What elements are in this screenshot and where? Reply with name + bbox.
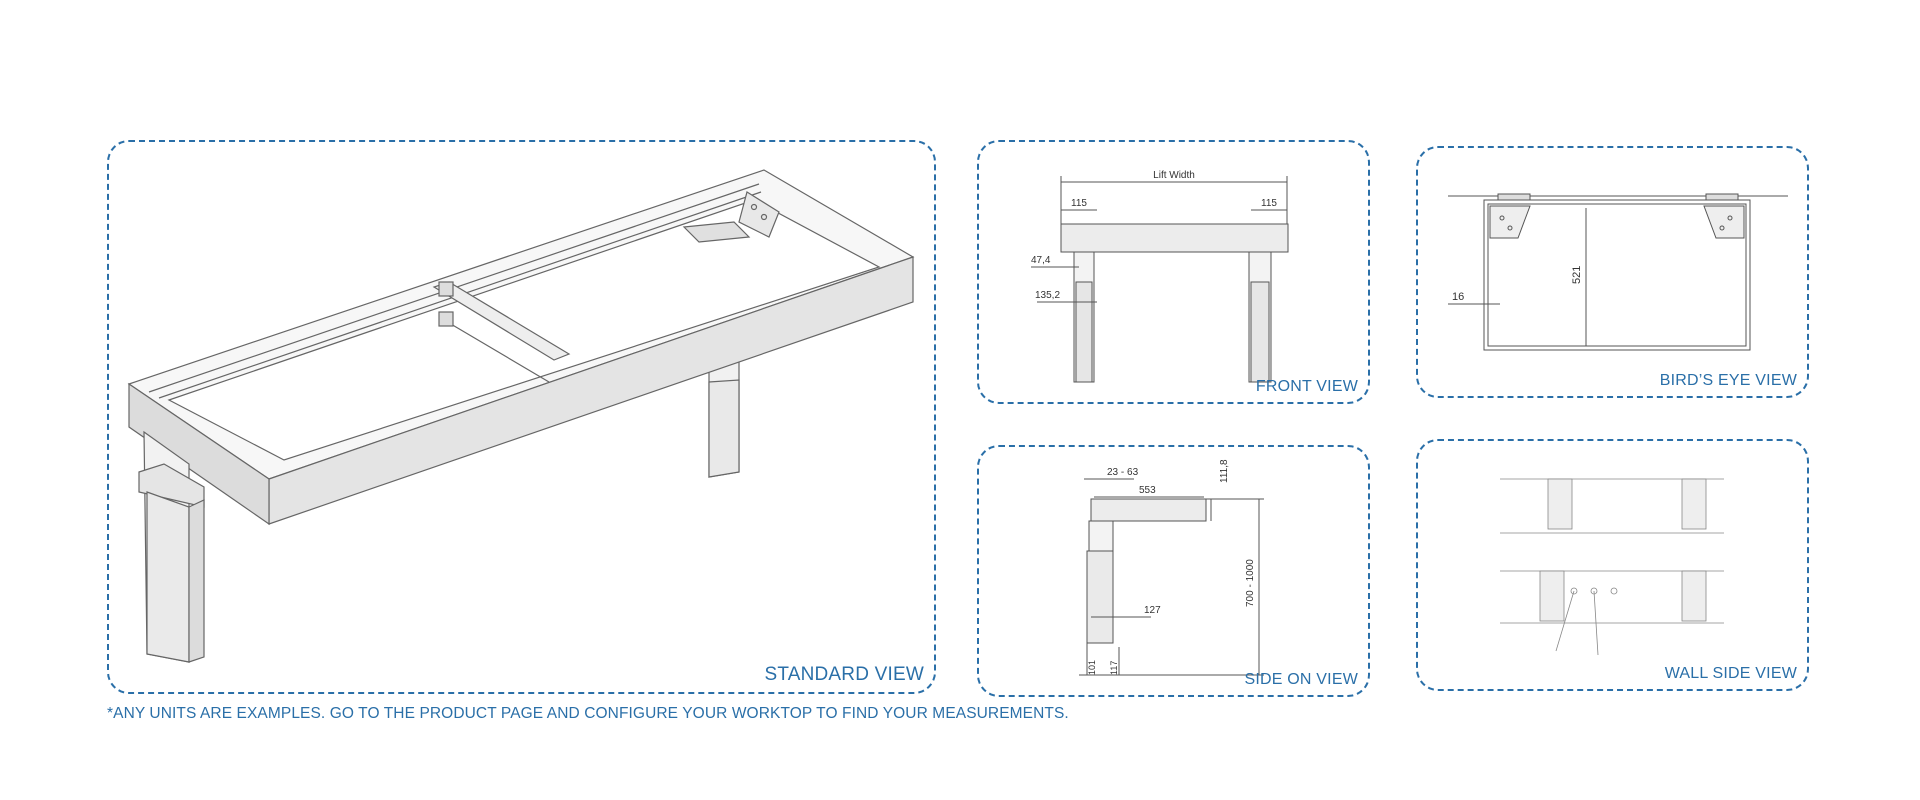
- front-view-panel: Lift Width 115 115 47,4 135,2 FRONT VIEW: [977, 140, 1370, 404]
- standard-view-label: STANDARD VIEW: [764, 664, 924, 685]
- edge-dimension-label: 16: [1452, 291, 1464, 303]
- standard-view-panel: STANDARD VIEW: [107, 140, 936, 694]
- height-range-label: 700 - 1000: [1245, 559, 1256, 607]
- front-view-drawing: Lift Width 115 115 47,4 135,2: [1031, 170, 1289, 383]
- side-on-view-drawing: 23 - 63 553 111,8 700 - 1000 127 101 117: [1079, 459, 1264, 676]
- side-on-view-panel: 23 - 63 553 111,8 700 - 1000 127 101 117…: [977, 445, 1370, 697]
- wall-side-view-panel: WALL SIDE VIEW: [1416, 439, 1809, 691]
- frame-height-label: 111,8: [1219, 459, 1230, 483]
- left-offset-label: 115: [1071, 198, 1087, 209]
- side-on-view-label: SIDE ON VIEW: [1244, 671, 1358, 688]
- depth-dimension-label: 521: [1571, 266, 1583, 284]
- birds-eye-view-drawing: 521 16: [1448, 193, 1788, 351]
- front-view-label: FRONT VIEW: [1255, 378, 1358, 395]
- leg-depth-label: 47,4: [1031, 255, 1051, 266]
- units-disclaimer-note: *ANY UNITS ARE EXAMPLES. GO TO THE PRODU…: [107, 705, 1069, 722]
- wall-side-view-drawing: [1500, 478, 1724, 656]
- top-length-label: 553: [1139, 485, 1156, 496]
- wall-side-view-label: WALL SIDE VIEW: [1664, 665, 1797, 682]
- birds-eye-view-label: BIRD’S EYE VIEW: [1659, 372, 1797, 389]
- foot-width-label: 135,2: [1035, 290, 1060, 301]
- base-a-label: 101: [1087, 660, 1097, 675]
- birds-eye-view-panel: 521 16 BIRD’S EYE VIEW: [1416, 146, 1809, 398]
- standard-view-drawing: [127, 169, 915, 663]
- base-b-label: 117: [1109, 661, 1119, 675]
- range-label: 23 - 63: [1107, 467, 1139, 478]
- base-width-label: 127: [1144, 605, 1161, 616]
- right-offset-label: 115: [1261, 198, 1277, 209]
- lift-width-label: Lift Width: [1153, 170, 1195, 181]
